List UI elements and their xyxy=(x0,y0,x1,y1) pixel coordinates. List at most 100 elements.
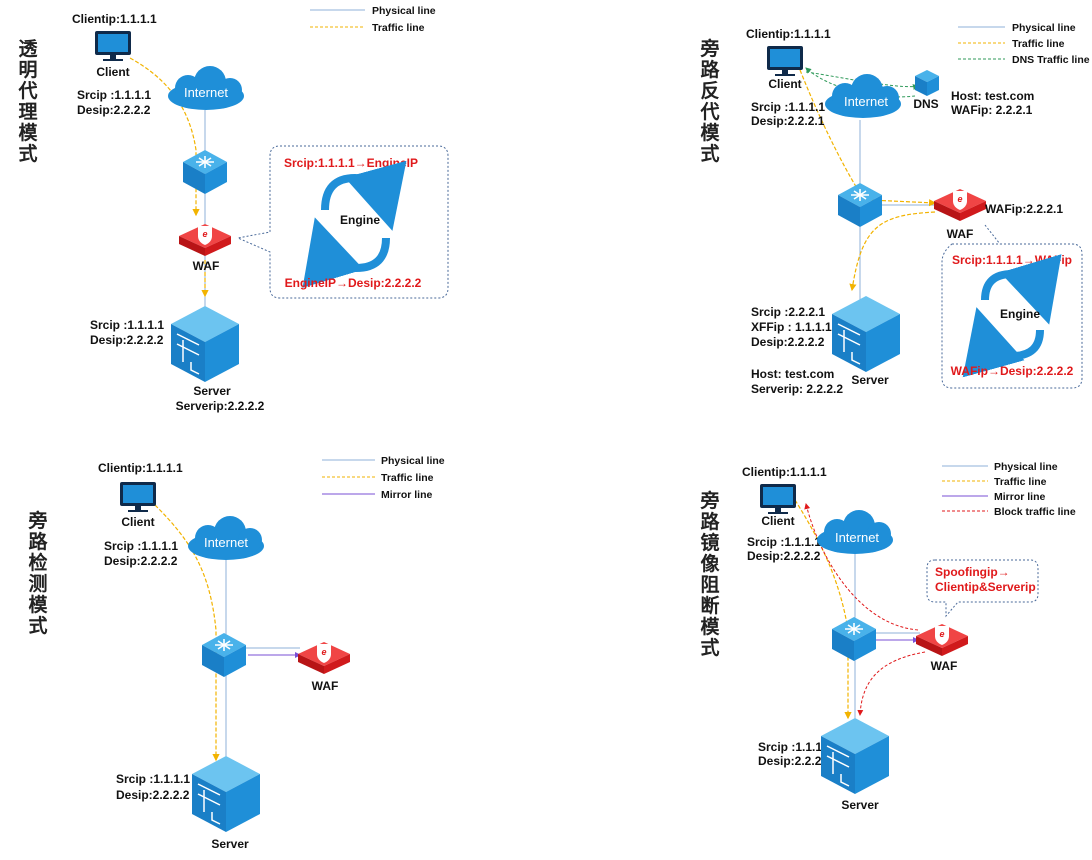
panel2-title-char: 路 xyxy=(700,58,720,81)
des-ip-label: Desip:2.2.2.2 xyxy=(758,754,832,768)
src-ip-label: Srcip :1.1.1.1 xyxy=(758,740,832,754)
engine-output-label: WAFip→Desip:2.2.2.2 xyxy=(951,364,1074,378)
server-icon xyxy=(191,755,261,833)
legend-physical-label: Physical line xyxy=(994,461,1058,473)
panel2-title-char: 反 xyxy=(700,80,719,102)
src-ip-label: Srcip :1.1.1.1 xyxy=(751,100,825,114)
panel3-title-char: 式 xyxy=(28,614,47,637)
legend-traffic-label: Traffic line xyxy=(1012,38,1065,50)
panel2-title-char: 式 xyxy=(700,142,719,165)
panel4-legend: Physical line Traffic line Mirror line B… xyxy=(942,461,1076,518)
switch-icon xyxy=(182,149,228,195)
xff-ip-label: XFFip : 1.1.1.1 xyxy=(751,320,832,334)
engine-cycle-arrow xyxy=(321,160,407,231)
internet-label: Internet xyxy=(204,535,248,550)
spoofing-label-line1: Spoofingip→ xyxy=(935,565,1010,579)
client-label: Client xyxy=(768,77,801,91)
server-label: Server xyxy=(211,837,249,851)
block-traffic-line xyxy=(804,503,919,631)
panel1-title-char: 理 xyxy=(18,101,37,123)
dns-wafip-label: WAFip: 2.2.2.1 xyxy=(951,103,1033,117)
panel4-title-char: 阻 xyxy=(700,574,719,596)
traffic-line xyxy=(869,199,937,207)
engine-label: Engine xyxy=(1000,307,1040,321)
internet-label: Internet xyxy=(835,530,879,545)
panel1-title-char: 透 xyxy=(18,38,38,60)
dns-traffic-line xyxy=(805,71,919,91)
switch-icon xyxy=(837,182,883,228)
src-ip-label: Srcip :1.1.1.1 xyxy=(77,88,151,102)
des-ip-label: Desip:2.2.2.2 xyxy=(751,335,825,349)
panel3-title-char: 模 xyxy=(28,593,48,616)
des-ip-label: Desip:2.2.2.2 xyxy=(747,549,821,563)
traffic-line xyxy=(799,69,859,191)
panel2-title-char: 旁 xyxy=(699,37,719,60)
legend-block-label: Block traffic line xyxy=(994,506,1076,518)
waf-label: WAF xyxy=(931,659,958,673)
legend-dns-label: DNS Traffic line xyxy=(1012,54,1090,66)
panel2-legend: Physical line Traffic line DNS Traffic l… xyxy=(958,22,1090,66)
client-monitor-icon xyxy=(767,46,803,76)
panel4-title-char: 模 xyxy=(700,615,720,638)
panel2-title-char: 模 xyxy=(700,121,720,144)
src-ip-label: Srcip :2.2.2.1 xyxy=(751,305,825,319)
panel4-title-char: 断 xyxy=(700,594,719,617)
engine-callout xyxy=(941,243,1083,389)
waf-ip-label: WAFip:2.2.2.1 xyxy=(985,202,1063,216)
client-monitor-icon xyxy=(120,482,156,512)
engine-cycle-arrow xyxy=(981,254,1062,325)
des-ip-label: Desip:2.2.2.2 xyxy=(77,103,151,117)
panel1-title-char: 式 xyxy=(18,142,37,165)
client-label: Client xyxy=(96,65,129,79)
panel-bypass-detection: 旁 路 检 测 模 式 Physical line Traffic line M… xyxy=(27,455,444,851)
client-ip-label: Clientip:1.1.1.1 xyxy=(742,465,827,479)
engine-callout xyxy=(236,145,449,299)
panel3-title-char: 路 xyxy=(28,530,48,553)
line xyxy=(984,224,1001,245)
legend-mirror-label: Mirror line xyxy=(994,491,1046,503)
panel2-title-char: 代 xyxy=(699,101,719,123)
waf-label: WAF xyxy=(312,679,339,693)
legend-traffic-label: Traffic line xyxy=(372,22,425,34)
server-ip-label: Serverip: 2.2.2.2 xyxy=(751,382,843,396)
waf-label: WAF xyxy=(193,259,220,273)
engine-cycle-arrow xyxy=(302,217,390,288)
switch-icon xyxy=(201,632,247,678)
client-ip-label: Clientip:1.1.1.1 xyxy=(98,461,183,475)
switch-icon xyxy=(831,616,877,662)
waf-icon xyxy=(916,624,968,656)
panel1-title-char: 代 xyxy=(17,80,37,102)
client-label: Client xyxy=(761,514,794,528)
panel-bypass-mirror-block: 旁 路 镜 像 阻 断 模 式 Physical line Traffic li… xyxy=(699,461,1075,812)
des-ip-label: Desip:2.2.2.1 xyxy=(751,114,825,128)
client-monitor-icon xyxy=(760,484,796,514)
server-ip-label: Serverip:2.2.2.2 xyxy=(176,399,265,413)
server-label: Server xyxy=(851,373,889,387)
panel3-title: 旁 路 检 测 模 式 xyxy=(27,509,48,637)
engine-label: Engine xyxy=(340,213,380,227)
panel1-legend: Physical line Traffic line xyxy=(310,5,436,34)
panel-transparent-proxy: 透 明 代 理 模 式 Physical line Traffic line C… xyxy=(17,5,449,413)
legend-physical-label: Physical line xyxy=(372,5,436,17)
dns-label: DNS xyxy=(913,97,938,111)
server-label: Server xyxy=(841,798,879,812)
panel4-title-char: 像 xyxy=(700,552,720,575)
panel4-title-char: 镜 xyxy=(700,531,719,554)
panel1-title: 透 明 代 理 模 式 xyxy=(17,38,38,165)
server-label: Server xyxy=(193,384,231,398)
block-traffic-line xyxy=(857,651,926,716)
engine-input-label: Srcip:1.1.1.1→EngineIP xyxy=(284,156,418,170)
des-ip-label: Desip:2.2.2.2 xyxy=(104,554,178,568)
legend-traffic-label: Traffic line xyxy=(994,476,1047,488)
panel2-title: 旁 路 反 代 模 式 xyxy=(699,37,720,165)
traffic-line xyxy=(154,504,220,762)
engine-output-label: EngineIP→Desip:2.2.2.2 xyxy=(285,276,422,290)
panel3-legend: Physical line Traffic line Mirror line xyxy=(322,455,445,501)
internet-label: Internet xyxy=(844,94,888,109)
panel4-title: 旁 路 镜 像 阻 断 模 式 xyxy=(699,489,720,659)
engine-cycle-arrow xyxy=(962,307,1044,378)
dns-traffic-line xyxy=(805,67,916,98)
internet-label: Internet xyxy=(184,85,228,100)
panel4-title-char: 旁 xyxy=(699,489,719,512)
